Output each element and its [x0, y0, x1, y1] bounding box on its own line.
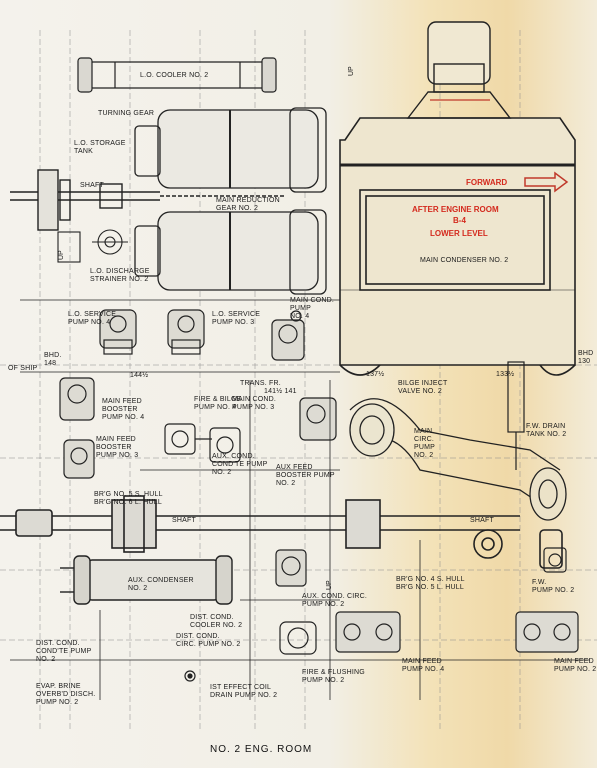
main-feed-booster-3 — [63, 439, 95, 479]
of-ship-label: OF SHIP — [8, 365, 38, 372]
diagram-title: NO. 2 ENG. ROOM — [210, 744, 313, 755]
evap-brine-label: EVAP. BRINE OVERB'D DISCH. PUMP NO. 2 — [36, 683, 96, 706]
room-code: B-4 — [453, 216, 466, 225]
upper-shaft — [10, 169, 285, 231]
exhaust-trunk — [406, 21, 512, 119]
aux-condenser — [60, 555, 233, 605]
fw-drain-tank — [507, 361, 525, 470]
main-feed-pump-2-label: MAIN FEED PUMP NO. 2 — [554, 658, 597, 673]
piping — [10, 299, 590, 700]
main-shaft — [0, 495, 563, 569]
up-marker-1: UP — [348, 66, 355, 76]
room-level: LOWER LEVEL — [430, 229, 488, 238]
lo-service-pump-3-label: L.O. SERVICE PUMP NO. 3 — [212, 311, 261, 326]
aux-condenser-label: AUX. CONDENSER NO. 2 — [128, 577, 194, 592]
fire-bilge-pump-4-label: FIRE & BILGE PUMP NO. 4 — [194, 396, 242, 411]
aux-cond-condte-pump-label: AUX. COND. COND'TE PUMP NO. 2 — [212, 453, 268, 476]
lo-cooler-label: L.O. COOLER NO. 2 — [140, 72, 209, 79]
frame-137-label: 137½ — [366, 371, 385, 378]
frame-144-label: 144½ — [130, 372, 149, 379]
main-condenser-label: MAIN CONDENSER NO. 2 — [420, 257, 509, 264]
up-marker-2: UP — [58, 250, 65, 260]
brg-5-hull-label: BR'G NO. 5 S. HULL BR'G NO. 6 L. HULL — [94, 491, 163, 506]
lo-discharge-strainer-label: L.O. DISCHARGE STRAINER NO. 2 — [90, 268, 150, 283]
aux-cond-circ-pump-label: AUX. COND. CIRC. PUMP NO. 2 — [302, 593, 368, 608]
main-cond-pump-4-label: MAIN COND. PUMP NO. 4 — [290, 297, 334, 320]
lo-service-pump-3 — [167, 309, 205, 355]
frame-141-label: 141½ 141 — [264, 388, 297, 395]
forward-arrow — [524, 171, 569, 193]
main-feed-booster-3-label: MAIN FEED BOOSTER PUMP NO. 3 — [96, 436, 139, 459]
lo-service-pump-4 — [99, 309, 137, 355]
main-condenser — [339, 117, 576, 376]
fw-drain-tank-label: F.W. DRAIN TANK NO. 2 — [526, 423, 567, 438]
trans-fr-label: TRANS. FR. — [240, 380, 281, 387]
fire-flushing-pump-label: FIRE & FLUSHING PUMP NO. 2 — [302, 669, 365, 684]
shaft-right-label: SHAFT — [470, 517, 494, 524]
dist-cond-cooler-label: DIST. COND. COOLER NO. 2 — [190, 614, 243, 629]
main-cond-pump-3-label: MAIN COND. PUMP NO. 3 — [232, 396, 276, 411]
bilge-inject-valve-label: BILGE INJECT VALVE NO. 2 — [398, 380, 448, 395]
frame-133-label: 133½ — [496, 371, 515, 378]
main-feed-pump-2 — [515, 611, 579, 653]
main-reduction-gear-label: MAIN REDUCTION GEAR NO. 2 — [216, 197, 280, 212]
main-feed-pump-4-label: MAIN FEED PUMP NO. 4 — [402, 658, 445, 673]
first-effect-coil-pump — [184, 670, 196, 682]
room-name: AFTER ENGINE ROOM — [412, 205, 499, 214]
brg-4-hull-label: BR'G NO. 4 S. HULL BR'G NO. 5 L. HULL — [396, 576, 465, 591]
aux-cond-condte-pump — [209, 427, 241, 463]
lo-storage-tank-label: L.O. STORAGE TANK — [74, 140, 126, 155]
reduction-gear-upper — [134, 107, 327, 193]
bhd-148-label: BHD. 148 — [44, 352, 62, 367]
shaft-mid-label: SHAFT — [172, 517, 196, 524]
dist-cond-condte-pump-label: DIST. COND. COND'TE PUMP NO. 2 — [36, 640, 92, 663]
fw-pump-label: F.W. PUMP NO. 2 — [532, 579, 575, 594]
reduction-gear-lower — [134, 209, 327, 295]
lo-service-pump-4-label: L.O. SERVICE PUMP NO. 4 — [68, 311, 117, 326]
lo-cooler — [77, 57, 277, 93]
bhd-130-label: BHD 130 — [578, 350, 594, 365]
main-feed-booster-4 — [59, 377, 95, 421]
fw-pump — [543, 547, 567, 573]
main-feed-pump-4 — [335, 611, 401, 653]
fire-bilge-pump-4 — [164, 423, 212, 455]
main-cond-pump-4 — [271, 310, 305, 361]
dist-cond-circ-pump-body — [279, 621, 317, 655]
lo-strainer — [57, 229, 128, 263]
main-cond-pump-3 — [299, 397, 337, 441]
dist-cond-circ-pump-label: DIST. COND. CIRC. PUMP NO. 2 — [176, 633, 241, 648]
aux-cond-circ-pump — [275, 549, 307, 587]
main-circ-pump-label: MAIN CIRC. PUMP NO. 2 — [414, 428, 436, 459]
main-circ-pump-duct — [349, 398, 567, 521]
forward-label: FORWARD — [466, 178, 508, 187]
main-feed-booster-4-label: MAIN FEED BOOSTER PUMP NO. 4 — [102, 398, 145, 421]
aux-feed-booster-label: AUX FEED BOOSTER PUMP NO. 2 — [276, 464, 335, 487]
turning-gear-label: TURNING GEAR — [98, 110, 155, 117]
up-marker-3: UP — [326, 580, 333, 590]
shaft-upper-label: SHAFT — [80, 182, 104, 189]
first-effect-coil-label: IST EFFECT COIL DRAIN PUMP NO. 2 — [210, 684, 278, 699]
